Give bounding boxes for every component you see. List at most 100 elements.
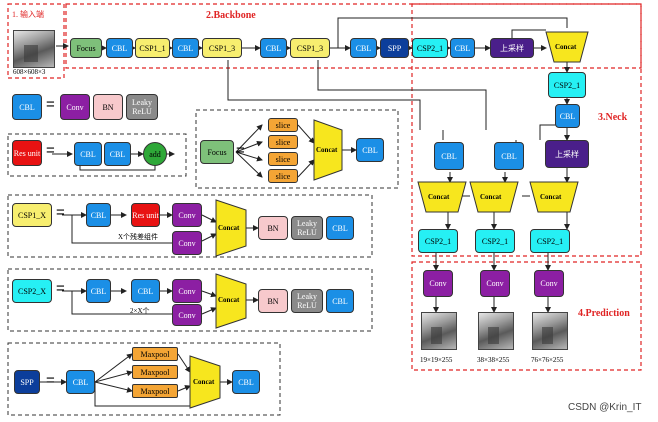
legend-csp2-equals: = <box>56 280 65 297</box>
backbone-focus: Focus <box>70 38 102 58</box>
legend-res-add: add <box>143 142 167 166</box>
backbone-frame <box>65 3 642 69</box>
neck-concat-2-label: Concat <box>480 193 502 201</box>
backbone-cbl-3: CBL <box>260 38 287 58</box>
legend-csp2-cbl-out: CBL <box>326 289 354 313</box>
legend-spp-maxpool-2: Maxpool <box>132 365 178 379</box>
backbone-title: 2.Backbone <box>206 10 256 21</box>
legend-res-unit: Res unit <box>12 140 42 166</box>
legend-cbl-conv: Conv <box>60 94 90 120</box>
legend-spp: SPP <box>14 370 40 394</box>
legend-res-equals: = <box>46 142 55 159</box>
backbone-csp1-1: CSP1_1 <box>135 38 170 58</box>
legend-spp-maxpool-3: Maxpool <box>132 384 178 398</box>
legend-csp2-conv-note: 2×X个 <box>130 307 150 315</box>
neck-title: 3.Neck <box>598 112 628 123</box>
csp1-frame <box>7 194 373 258</box>
legend-csp2-cbl: CBL <box>86 279 111 303</box>
legend-spp-cbl-out: CBL <box>232 370 260 394</box>
output-size-1: 19×19×255 <box>420 356 453 364</box>
output-image-1 <box>421 312 457 350</box>
legend-spp-maxpool-1: Maxpool <box>132 347 178 361</box>
prediction-title: 4.Prediction <box>578 308 630 319</box>
legend-focus-equals: = <box>236 142 245 159</box>
input-title: 1. 输入端 <box>12 10 44 19</box>
neck-cbl-top: CBL <box>450 38 475 58</box>
neck-csp2-1-d: CSP2_1 <box>475 229 515 253</box>
legend-csp2-concat-label: Concat <box>218 296 240 304</box>
spp-frame <box>7 342 281 416</box>
neck-upsample-2: 上采样 <box>545 140 589 168</box>
legend-spp-equals: = <box>46 372 55 389</box>
legend-cbl-leaky-relu: Leaky ReLU <box>126 94 158 120</box>
legend-focus: Focus <box>200 140 234 164</box>
legend-cbl-equals: = <box>46 96 55 113</box>
input-frame <box>7 3 65 79</box>
legend-cbl-bn: BN <box>93 94 123 120</box>
legend-cbl: CBL <box>12 94 42 120</box>
legend-csp1-x: CSP1_X <box>12 203 52 227</box>
legend-csp1-cbl: CBL <box>86 203 111 227</box>
legend-csp1-concat-label: Concat <box>218 224 240 232</box>
legend-csp1-conv-1: Conv <box>172 203 202 227</box>
legend-csp2-x: CSP2_X <box>12 279 52 303</box>
neck-concat-1-label: Concat <box>428 193 450 201</box>
csp2-frame <box>7 268 373 332</box>
focus-frame <box>195 109 399 189</box>
neck-cbl-c: CBL <box>434 142 464 170</box>
legend-focus-slice-2: slice <box>268 135 298 149</box>
arrows <box>40 43 570 393</box>
legend-focus-slice-4: slice <box>268 169 298 183</box>
legend-csp2-bn: BN <box>258 289 288 313</box>
output-size-3: 76×76×255 <box>531 356 564 364</box>
neck-csp2-1-b: CSP2_1 <box>548 72 586 98</box>
neck-csp2-1-top: CSP2_1 <box>412 38 448 58</box>
legend-focus-slice-3: slice <box>268 152 298 166</box>
legend-csp1-equals: = <box>56 204 65 221</box>
section-frames <box>7 3 642 416</box>
legend-csp1-res-unit: Res unit <box>131 203 160 227</box>
legend-spp-concat-label: Concat <box>193 378 215 386</box>
backbone-csp1-3-b: CSP1_3 <box>290 38 330 58</box>
legend-res-cbl-1: CBL <box>74 142 102 166</box>
input-size-label: 608×608×3 <box>13 68 46 76</box>
legend-csp1-res-note: X个残差组件 <box>118 233 159 241</box>
legend-csp1-leaky-relu: Leaky ReLU <box>291 216 323 240</box>
legend-csp1-conv-2: Conv <box>172 231 202 255</box>
neck-csp2-1-e: CSP2_1 <box>530 229 570 253</box>
legend-csp2-cbl-2: CBL <box>131 279 160 303</box>
backbone-cbl-2: CBL <box>172 38 199 58</box>
output-image-3 <box>532 312 568 350</box>
prediction-frame <box>411 261 642 371</box>
watermark: CSDN @Krin_IT <box>568 402 642 413</box>
legend-res-cbl-2: CBL <box>104 142 131 166</box>
output-image-2 <box>478 312 514 350</box>
legend-csp2-conv-2: Conv <box>172 304 202 326</box>
neck-concat-3-label: Concat <box>540 193 562 201</box>
legend-csp2-conv-1: Conv <box>172 279 202 303</box>
legend-focus-slice-1: slice <box>268 118 298 132</box>
legend-csp1-cbl-out: CBL <box>326 216 354 240</box>
legend-csp1-bn: BN <box>258 216 288 240</box>
backbone-csp1-3-a: CSP1_3 <box>202 38 242 58</box>
backbone-spp: SPP <box>380 38 409 58</box>
pred-conv-3: Conv <box>534 270 564 297</box>
legend-csp2-leaky-relu: Leaky ReLU <box>291 289 323 313</box>
legend-focus-cbl: CBL <box>356 138 384 162</box>
route-lines <box>62 17 568 407</box>
backbone-cbl-1: CBL <box>106 38 133 58</box>
pred-conv-1: Conv <box>423 270 453 297</box>
neck-cbl-d: CBL <box>494 142 524 170</box>
neck-concat-top-label: Concat <box>555 43 577 51</box>
legend-spp-cbl: CBL <box>66 370 95 394</box>
backbone-cbl-4: CBL <box>350 38 377 58</box>
neck-csp2-1-c: CSP2_1 <box>418 229 458 253</box>
output-size-2: 38×38×255 <box>477 356 510 364</box>
legend-focus-concat-label: Concat <box>316 146 338 154</box>
neck-upsample-1: 上采样 <box>490 38 534 58</box>
neck-cbl-b: CBL <box>555 104 580 128</box>
res-unit-frame <box>7 133 187 177</box>
pred-conv-2: Conv <box>480 270 510 297</box>
